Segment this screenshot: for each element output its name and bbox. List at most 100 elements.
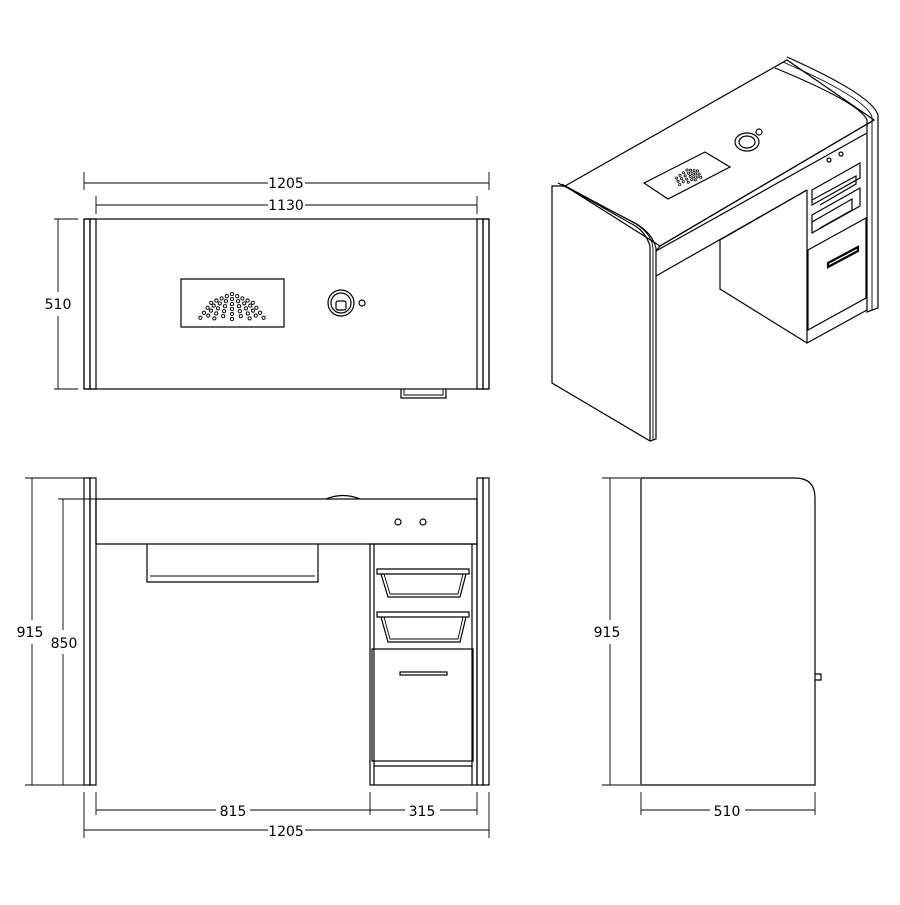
vent-dot <box>248 303 253 308</box>
top-overall-width-label: 1205 <box>268 176 304 192</box>
top-view-handle <box>400 389 447 399</box>
top-view: 1205 1130 510 <box>45 172 490 399</box>
vent-dot <box>215 306 221 311</box>
desktop-outline <box>83 218 490 390</box>
iso-vent-dot <box>680 177 684 181</box>
front-height-dimension: 915 <box>17 477 84 786</box>
front-socket-top <box>325 494 361 500</box>
iso-vent-dot <box>682 171 686 175</box>
vent-dot <box>198 315 203 320</box>
vent-dot <box>261 315 266 320</box>
top-depth-dimension: 510 <box>45 218 78 390</box>
vent-dot <box>235 294 240 299</box>
vent-dot <box>222 309 227 314</box>
front-bottom-drawer <box>371 648 474 762</box>
front-left-panel-outer <box>83 477 91 786</box>
vent-dot <box>209 300 214 305</box>
iso-vent-dot <box>685 168 689 172</box>
front-apron <box>95 498 478 545</box>
iso-vent-dot <box>692 175 696 179</box>
vent-dot <box>253 313 258 318</box>
iso-apron-corner <box>655 245 661 252</box>
vent-dot <box>254 305 259 310</box>
iso-vent-panel <box>642 151 732 200</box>
iso-vent-dot <box>685 177 689 181</box>
top-depth-label: 510 <box>45 297 72 313</box>
top-width-dimension: 1205 <box>83 172 490 192</box>
iso-indicator-1 <box>826 157 832 163</box>
vent-dot <box>211 303 216 308</box>
front-cabinet <box>369 543 478 786</box>
vent-dot <box>245 311 250 316</box>
iso-left-panel-edge-inner <box>561 183 654 440</box>
front-left-span-label: 815 <box>220 804 247 820</box>
iso-cabinet-back <box>719 240 808 344</box>
iso-right-panel-edge <box>782 61 873 310</box>
iso-cabinet-top <box>719 189 808 241</box>
vent-panel <box>180 278 285 328</box>
iso-vent-dot <box>694 172 698 176</box>
vent-dot <box>219 296 224 301</box>
vent-dot <box>212 316 217 321</box>
iso-vent-dot <box>689 168 693 172</box>
top-inner-width-dimension: 1130 <box>95 196 478 214</box>
iso-vent-dot <box>675 176 679 180</box>
vent-dot <box>229 301 235 307</box>
front-overall-height-label: 915 <box>17 625 44 641</box>
front-right-span-label: 315 <box>409 804 436 820</box>
front-tray-drawer-2 <box>376 611 470 643</box>
front-view: 915 850 <box>17 477 490 840</box>
iso-vent-dot <box>681 180 685 184</box>
iso-socket-icon <box>734 128 763 152</box>
iso-drawer-1 <box>811 161 861 207</box>
vent-dot <box>236 304 242 309</box>
side-height-dimension: 915 <box>594 477 640 786</box>
isometric-view <box>551 56 879 443</box>
iso-right-panel <box>774 56 879 313</box>
vent-dot <box>237 309 242 314</box>
iso-vent-dot <box>683 174 687 178</box>
iso-apron-top <box>655 132 868 252</box>
vent-dot <box>243 306 249 311</box>
vent-dot <box>208 308 214 313</box>
iso-vent-dot <box>686 180 690 184</box>
vent-dot <box>238 314 243 319</box>
vent-dot <box>250 300 255 305</box>
right-panel-inner-edge <box>476 218 484 390</box>
vent-dot <box>217 301 222 306</box>
front-indicator-1 <box>394 518 402 526</box>
vent-dot <box>214 311 219 316</box>
vent-dot <box>250 308 256 313</box>
iso-vent-dot <box>690 178 694 182</box>
front-right-panel-inner <box>476 477 484 786</box>
vent-dot <box>214 298 219 303</box>
iso-vent-dot <box>676 179 680 183</box>
vent-dot <box>206 313 211 318</box>
vent-dot <box>229 316 235 322</box>
iso-vent-dot <box>697 172 701 176</box>
iso-left-panel <box>551 185 651 443</box>
iso-vent-dot <box>678 173 682 177</box>
vent-dot <box>229 306 235 312</box>
side-handle <box>815 673 822 681</box>
vent-dot <box>201 310 207 315</box>
iso-drawer-handle <box>826 245 860 269</box>
top-inner-width-label: 1130 <box>268 198 304 214</box>
vent-dot <box>205 305 210 310</box>
iso-vent-dot <box>690 171 694 175</box>
vent-dot <box>245 298 250 303</box>
side-panel <box>640 477 816 786</box>
iso-vent-dot <box>693 178 697 182</box>
vent-dot <box>240 296 245 301</box>
vent-dot <box>224 294 229 299</box>
iso-drawer-1-basket <box>811 174 857 206</box>
side-height-label: 915 <box>594 625 621 641</box>
front-left-panel-inner <box>89 477 97 786</box>
iso-drawer-2-basket <box>811 197 853 229</box>
iso-vent-dot <box>687 171 691 175</box>
iso-vent-dot <box>696 169 700 173</box>
iso-vent-dot <box>688 174 692 178</box>
vent-dot <box>229 291 235 297</box>
iso-vent-dot <box>692 169 696 173</box>
